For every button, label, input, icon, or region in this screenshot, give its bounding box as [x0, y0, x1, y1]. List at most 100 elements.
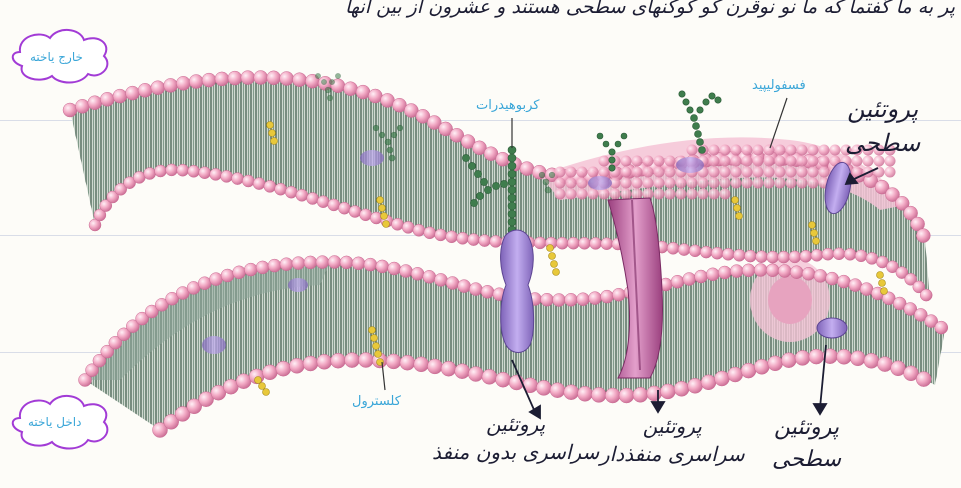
phospholipid-head: [331, 353, 346, 368]
phospholipid-head: [621, 167, 632, 178]
phospholipid-head: [328, 256, 341, 269]
phospholipid-head: [695, 270, 708, 283]
phospholipid-head: [482, 369, 497, 384]
phospholipid-head: [244, 263, 257, 276]
phospholipid-head: [241, 71, 255, 85]
phospholipid-head: [822, 248, 834, 260]
phospholipid-head: [221, 170, 233, 182]
phospholipid-head: [753, 156, 764, 167]
phospholipid-head: [370, 212, 382, 224]
phospholipid-head: [619, 388, 634, 403]
phospholipid-head: [643, 167, 654, 178]
phospholipid-head: [718, 266, 731, 279]
phospholipid-head: [610, 189, 621, 200]
phospholipid-head: [621, 178, 632, 189]
phospholipid-head: [589, 292, 602, 305]
phospholipid-head: [808, 145, 819, 156]
phospholipid-head: [446, 231, 458, 243]
phospholipid-head: [340, 256, 353, 269]
phospholipid-head: [601, 238, 613, 250]
phospholipid-head: [654, 167, 665, 178]
phospholipid-head: [566, 189, 577, 200]
phospholipid-head: [199, 167, 211, 179]
phospholipid-head: [423, 270, 436, 283]
phospholipid-head: [768, 356, 783, 371]
phospholipid-head: [468, 234, 480, 246]
phospholipid-head: [689, 245, 701, 257]
phospholipid-head: [63, 103, 77, 117]
phospholipid-head: [819, 145, 830, 156]
phospholipid-head: [564, 385, 579, 400]
phospholipid-head: [730, 265, 743, 278]
phospholipid-head: [753, 167, 764, 178]
label-line: پروتئین: [772, 412, 841, 444]
phospholipid-head: [698, 178, 709, 189]
phospholipid-head: [700, 246, 712, 258]
phospholipid-head: [468, 367, 483, 382]
phospholipid-head: [701, 375, 716, 390]
phospholipid-head: [800, 250, 812, 262]
phospholipid-head: [837, 275, 850, 288]
phospholipid-head: [654, 156, 665, 167]
phospholipid-head: [534, 237, 546, 249]
phospholipid-head: [790, 266, 803, 279]
phospholipid-head: [709, 189, 720, 200]
phospholipid-head: [731, 145, 742, 156]
phospholipid-head: [155, 165, 167, 177]
phospholipid-head: [256, 261, 269, 274]
phospholipid-head: [215, 72, 229, 86]
phospholipid-head: [676, 189, 687, 200]
phospholipid-head: [720, 167, 731, 178]
phospholipid-head: [665, 189, 676, 200]
phospholipid-head: [753, 178, 764, 189]
phospholipid-head: [550, 383, 565, 398]
phospholipid-head: [345, 353, 360, 368]
phospholipid-head: [671, 275, 684, 288]
phospholipid-head: [885, 167, 896, 178]
phospholipid-head: [567, 237, 579, 249]
phospholipid-head: [830, 145, 841, 156]
phospholipid-head: [307, 193, 319, 205]
phospholipid-head: [731, 156, 742, 167]
phospholipid-head: [289, 358, 304, 373]
carbohydrate-label: کربوهیدرات: [476, 98, 539, 113]
phospholipid-head: [268, 259, 281, 272]
phospholipid-head: [388, 262, 401, 275]
phospholipid-head: [741, 363, 756, 378]
phospholipid-head: [837, 349, 852, 364]
phospholipid-head: [577, 189, 588, 200]
phospholipid-head: [764, 145, 775, 156]
phospholipid-head: [479, 235, 491, 247]
phospholipid-head: [151, 81, 165, 95]
phospholipid-head: [775, 145, 786, 156]
phospholipid-head: [811, 249, 823, 261]
phospholipid-head: [786, 145, 797, 156]
phospholipid-head: [496, 372, 511, 387]
phospholipid-head: [632, 178, 643, 189]
phospholipid-head: [188, 165, 200, 177]
phospholipid-head: [709, 145, 720, 156]
phospholipid-head: [849, 279, 862, 292]
phospholipid-head: [490, 235, 502, 247]
phospholipid-head: [556, 237, 568, 249]
label-line: سطحی: [772, 444, 841, 476]
header-handwritten-note: پر به ما گفتما که ما نو نوقرن کو کوکنهای…: [215, 0, 955, 18]
phospholipid-head: [797, 145, 808, 156]
phospholipid-head: [728, 367, 743, 382]
phospholipid-head: [368, 89, 382, 103]
phospholipid-head: [714, 371, 729, 386]
phospholipid-head: [262, 365, 277, 380]
phospholipid-head: [285, 186, 297, 198]
phospholipid-head: [555, 189, 566, 200]
phospholipid-head: [683, 273, 696, 286]
phospholipid-head: [808, 167, 819, 178]
phospholipid-head: [647, 386, 662, 401]
phospholipid-head: [789, 251, 801, 263]
phospholipid-head: [814, 269, 827, 282]
phospholipid-head: [654, 178, 665, 189]
phospholipid-head: [414, 357, 429, 372]
phospholipid-head: [565, 293, 578, 306]
phospholipid-head: [578, 386, 593, 401]
phospholipid-head: [236, 374, 251, 389]
phospholipid-head: [328, 199, 340, 211]
